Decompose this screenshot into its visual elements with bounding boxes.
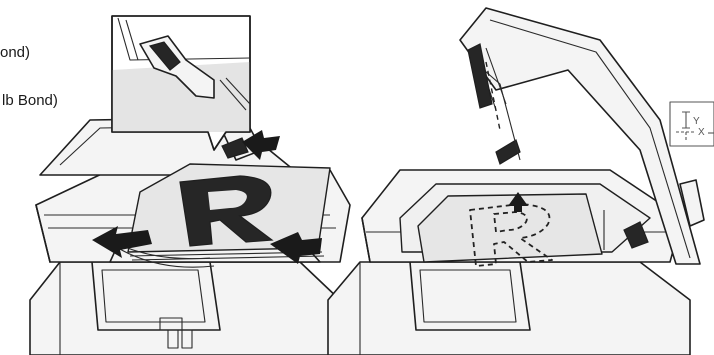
feeder-printer-left	[30, 98, 350, 355]
control-panel-left	[92, 262, 220, 330]
dimension-x-label: X	[698, 127, 705, 138]
dimension-y-label: Y	[693, 116, 700, 127]
dimension-callout: Y X	[670, 102, 714, 146]
guide-zoom-callout	[112, 16, 250, 150]
flatbed-printer-right: Y X	[328, 8, 714, 355]
control-panel-right	[410, 262, 530, 330]
